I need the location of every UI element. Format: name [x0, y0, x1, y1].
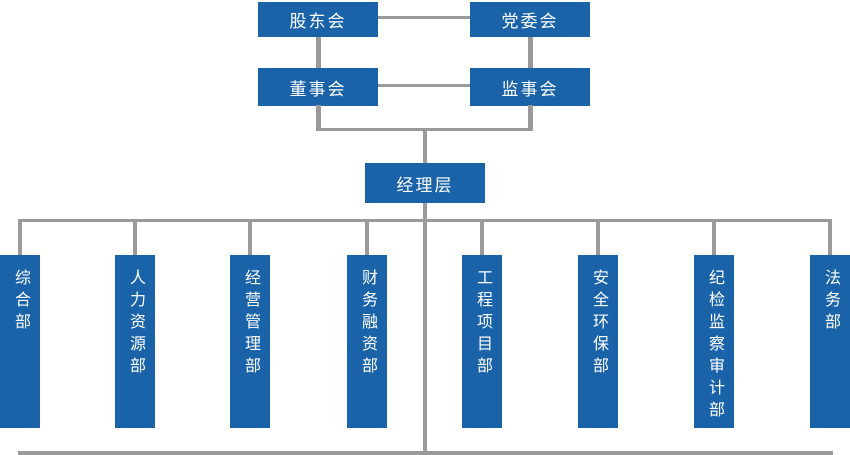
department-label: 财务融资部 — [359, 269, 376, 379]
department-box-safety-environment: 安全环保部 — [578, 255, 618, 428]
connector-directors-down — [316, 105, 321, 131]
supervisory-board-box: 监事会 — [470, 68, 590, 106]
department-label: 人力资源部 — [127, 269, 144, 379]
department-column: 工程项目部 — [462, 222, 502, 428]
department-box-general: 综合部 — [0, 255, 40, 428]
department-box-discipline-audit: 纪检监察审计部 — [694, 255, 734, 428]
department-box-engineering-projects: 工程项目部 — [462, 255, 502, 428]
connector-dept-stub — [18, 222, 22, 255]
department-column: 法务部 — [810, 222, 850, 428]
connector-dept-stub — [365, 222, 369, 255]
department-distribution-line — [18, 219, 832, 222]
connector-dept-stub — [596, 222, 600, 255]
department-box-legal: 法务部 — [810, 255, 850, 428]
party-committee-box: 党委会 — [470, 2, 590, 37]
shareholders-meeting-box: 股东会 — [258, 2, 378, 37]
department-label: 经营管理部 — [242, 269, 259, 379]
department-box-human-resources: 人力资源部 — [115, 255, 155, 428]
department-box-operations-management: 经营管理部 — [230, 255, 270, 428]
management-level-box: 经理层 — [365, 163, 485, 203]
department-column: 纪检监察审计部 — [694, 222, 734, 428]
department-box-finance-financing: 财务融资部 — [347, 255, 387, 428]
department-column: 人力资源部 — [115, 222, 155, 428]
department-column: 财务融资部 — [347, 222, 387, 428]
connector-dept-stub — [712, 222, 716, 255]
department-column: 安全环保部 — [578, 222, 618, 428]
connector-shareholders-directors — [316, 37, 321, 68]
connector-dept-stub — [480, 222, 484, 255]
connector-to-management — [423, 131, 427, 163]
connector-supervisory-down — [528, 105, 533, 131]
connector-directors-supervisory — [378, 84, 470, 87]
connector-elbow-horizontal — [316, 128, 533, 131]
connector-dept-stub — [248, 222, 252, 255]
department-label: 工程项目部 — [474, 269, 491, 379]
connector-dept-stub — [828, 222, 832, 255]
department-column: 综合部 — [0, 222, 40, 428]
department-label: 综合部 — [12, 269, 29, 335]
connector-management-down — [423, 203, 427, 453]
bottom-rail-line — [18, 451, 833, 455]
department-label: 法务部 — [822, 269, 839, 335]
connector-party-supervisory — [528, 37, 533, 68]
board-of-directors-box: 董事会 — [258, 68, 378, 106]
connector-shareholders-party — [378, 16, 470, 19]
department-label: 纪检监察审计部 — [706, 269, 723, 423]
department-label: 安全环保部 — [590, 269, 607, 379]
connector-dept-stub — [133, 222, 137, 255]
department-column: 经营管理部 — [230, 222, 270, 428]
